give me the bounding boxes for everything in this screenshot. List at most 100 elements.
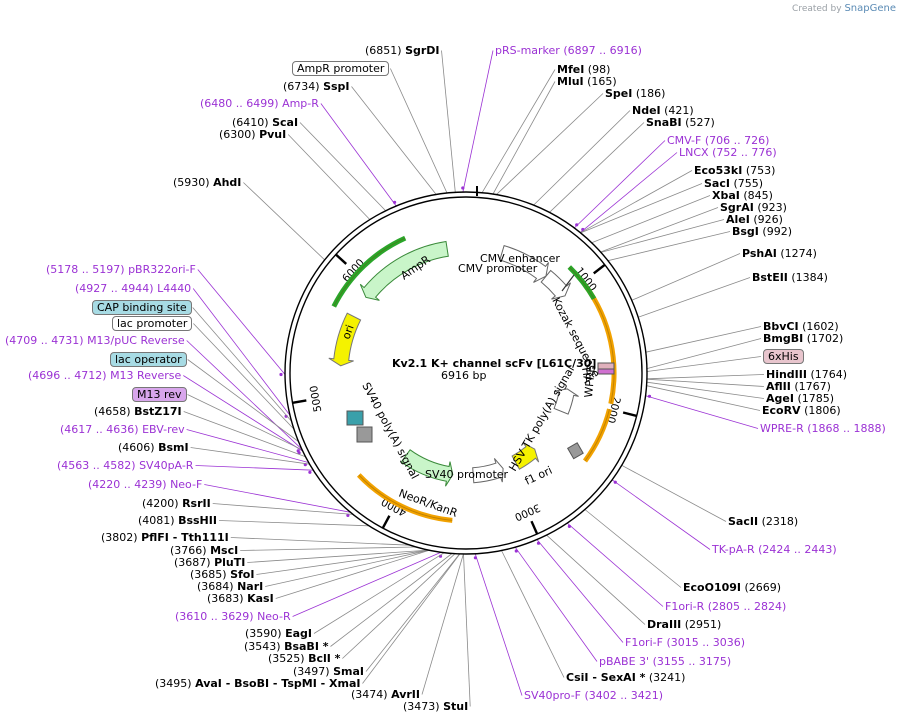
site-label-csii-sexai[interactable]: CsiI - SexAI * (3241) [566,671,685,684]
site-label-draiii[interactable]: DraIII (2951) [647,618,721,631]
site-label-bcli[interactable]: (3525) BclI * [268,652,340,665]
site-label-bsshii[interactable]: (4081) BssHII [138,514,217,527]
lac-elements-marker [346,410,364,426]
leader-bmgbi [646,338,762,369]
primer-label-pbabe-3[interactable]: pBABE 3' (3155 .. 3175) [599,655,731,668]
leader-pbr322ori-f [197,269,286,375]
site-label-aflii[interactable]: AflII (1767) [766,380,831,393]
site-label-pluti[interactable]: (3687) PluTI [174,556,245,569]
site-label-alei[interactable]: AleI (926) [726,213,783,226]
site-label-msci[interactable]: (3766) MscI [170,544,238,557]
site-label-pflfi-tth111i[interactable]: (3802) PflFI - Tth111I [101,531,229,544]
site-label-snabi[interactable]: SnaBI (527) [646,116,715,129]
site-label-eco53ki[interactable]: Eco53kI (753) [694,164,775,177]
site-label-stui[interactable]: (3473) StuI [403,700,468,713]
leader-stui [463,553,471,707]
site-label-xbai[interactable]: XbaI (845) [712,189,773,202]
site-label-pvui[interactable]: (6300) PvuI [219,128,286,141]
position-text: (4200) [142,497,179,510]
name-text: KasI [247,592,274,605]
ori-label: ori [340,323,357,341]
site-label-sgrai[interactable]: SgrAI (923) [720,201,787,214]
position-text: (1806) [804,404,841,417]
primer-mark-sv40pro-f [473,556,477,560]
site-label-bbvci[interactable]: BbvCI (1602) [763,320,839,333]
position-text: (755) [733,177,764,190]
site-label-ahdi[interactable]: (5930) AhdI [173,176,241,189]
feature-tag-lac-promoter[interactable]: lac promoter [112,316,193,331]
site-label-agei[interactable]: AgeI (1785) [766,392,834,405]
kozak-marker [561,274,575,292]
primer-label-pbr322ori-f[interactable]: (5178 .. 5197) pBR322ori-F [46,263,196,276]
site-label-saci[interactable]: SacI (755) [704,177,763,190]
site-label-bsmi[interactable]: (4606) BsmI [118,441,189,454]
primer-label-lncx[interactable]: LNCX (752 .. 776) [679,146,777,159]
primer-label-neo-r[interactable]: (3610 .. 3629) Neo-R [175,610,291,623]
site-label-sfoi[interactable]: (3685) SfoI [190,568,254,581]
leader-nari [265,549,430,587]
name-text: SV40pro-F [524,689,581,702]
name-text: pRS-marker [495,44,560,57]
site-label-bsabi[interactable]: (3543) BsaBI * [244,640,329,653]
site-label-bstz17i[interactable]: (4658) BstZ17I [94,405,182,418]
primer-label-m13-reverse[interactable]: (4696 .. 4712) M13 Reverse [28,369,181,382]
primer-label-wpre-r[interactable]: WPRE-R (1868 .. 1888) [760,422,886,435]
backbone [284,191,648,555]
primer-mark-sv40pa-r [308,470,312,474]
primer-label-m13-puc-reverse[interactable]: (4709 .. 4731) M13/pUC Reverse [5,334,185,347]
primer-label-tk-pa-r[interactable]: TK-pA-R (2424 .. 2443) [712,543,837,556]
primer-label-ebv-rev[interactable]: (4617 .. 4636) EBV-rev [60,423,185,436]
tick-mark-2000 [622,411,637,418]
site-label-mfei[interactable]: MfeI (98) [557,63,610,76]
feature-tag-6xhis[interactable]: 6xHis [763,349,804,364]
leader-snabi [549,122,645,213]
site-label-hindiii[interactable]: HindIII (1764) [766,368,847,381]
6xhis-marker [597,368,615,375]
snapgene-logo: SnapGene [844,3,896,14]
site-label-ecorv[interactable]: EcoRV (1806) [762,404,841,417]
sv40-promoter-label: SV40 promoter [425,468,509,481]
position-text: (4696 .. 4712) [28,369,107,382]
site-label-ndei[interactable]: NdeI (421) [632,104,694,117]
site-label-eagi[interactable]: (3590) EagI [245,627,312,640]
site-label-nari[interactable]: (3684) NarI [197,580,263,593]
site-label-mlui[interactable]: MluI (165) [557,75,617,88]
position-text: (1767) [794,380,831,393]
primer-label-sv40pa-r[interactable]: (4563 .. 4582) SV40pA-R [57,459,193,472]
site-label-avai-bsobi-tspmi-xmai[interactable]: (3495) AvaI - BsoBI - TspMI - XmaI [155,677,361,690]
primer-label-sv40pro-f[interactable]: SV40pro-F (3402 .. 3421) [524,689,663,702]
primer-label-amp-r[interactable]: (6480 .. 6499) Amp-R [200,97,319,110]
site-label-scai[interactable]: (6410) ScaI [232,116,298,129]
feature-tag-lac-operator[interactable]: lac operator [110,352,187,367]
site-label-avrii[interactable]: (3474) AvrII [351,688,420,701]
site-label-bsgi[interactable]: BsgI (992) [732,225,792,238]
site-label-ecoo109i[interactable]: EcoO109I (2669) [683,581,781,594]
leader-cap-binding-site [192,307,292,422]
site-label-bsteii[interactable]: BstEII (1384) [752,271,828,284]
credit-prefix: Created by [792,4,842,14]
site-label-pshai[interactable]: PshAI (1274) [742,247,817,260]
site-label-sspi[interactable]: (6734) SspI [283,80,350,93]
site-label-kasi[interactable]: (3683) KasI [207,592,274,605]
name-text: BstZ17I [134,405,182,418]
position-text: (992) [762,225,792,238]
feature-tag-ampr-promoter[interactable]: AmpR promoter [292,61,390,76]
site-label-smai[interactable]: (3497) SmaI [293,665,364,678]
site-label-sgrdi[interactable]: (6851) SgrDI [365,44,440,57]
feature-tag-cap-binding-site[interactable]: CAP binding site [92,300,192,315]
feature-tag-m13-rev[interactable]: M13 rev [132,387,187,402]
primer-label-cmv-f[interactable]: CMV-F (706 .. 726) [667,134,769,147]
primer-label-f1ori-r[interactable]: F1ori-R (2805 .. 2824) [665,600,786,613]
site-label-sacii[interactable]: SacII (2318) [728,515,798,528]
primer-label-prs-marker[interactable]: pRS-marker (6897 .. 6916) [495,44,642,57]
position-text: (6897 .. 6916) [563,44,642,57]
site-label-bmgbi[interactable]: BmgBI (1702) [763,332,843,345]
site-label-rsrii[interactable]: (4200) RsrII [142,497,211,510]
primer-label-f1ori-f[interactable]: F1ori-F (3015 .. 3036) [625,636,745,649]
primer-label-neo-f[interactable]: (4220 .. 4239) Neo-F [88,478,202,491]
name-text: HindIII [766,368,807,381]
primer-label-l4440[interactable]: (4927 .. 4944) L4440 [75,282,191,295]
site-label-spei[interactable]: SpeI (186) [605,87,665,100]
leader-m13-puc-reverse [186,340,303,450]
